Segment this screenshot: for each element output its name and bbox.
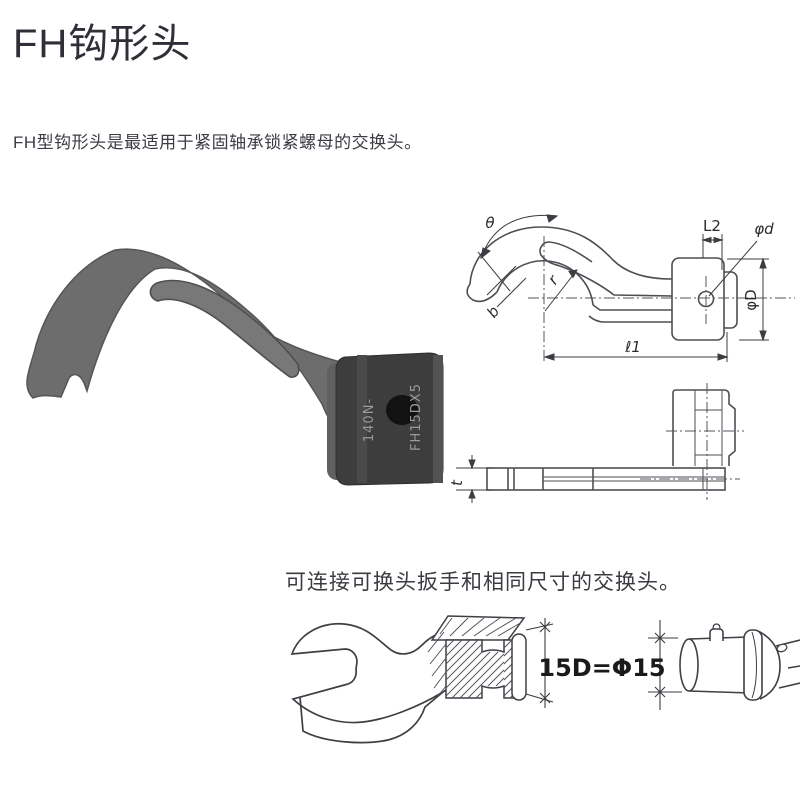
connection-caption: 可连接可换头扳手和相同尺寸的交换头。 — [285, 571, 681, 594]
hook-width-dimension — [486, 265, 527, 308]
body-diameter-label: φD — [742, 289, 760, 310]
handle-spigot — [679, 623, 800, 701]
hook-dimension-drawing: θ r b L2 φd φD ℓ1 — [466, 214, 795, 362]
length-label: ℓ1 — [624, 338, 641, 356]
page-subtitle: FH型钩形头是最适用于紧固轴承锁紧螺母的交换头。 — [13, 133, 422, 152]
theta-dimension — [477, 214, 559, 292]
photo-socket-highlight-left — [357, 355, 367, 483]
photo-hook-groove — [149, 279, 300, 378]
wrench-tang-top-face — [430, 615, 526, 641]
radius-dimension — [544, 269, 578, 312]
hook-centerlines — [528, 236, 795, 362]
side-view-centerlines — [640, 383, 744, 500]
photo-stamp-2: FH15DX5 — [409, 383, 424, 451]
hole-diameter-label: φd — [754, 220, 774, 238]
l2-label: L2 — [703, 217, 721, 235]
side-view-drawing: t — [448, 383, 744, 503]
size-equation-label: 15D=Φ15 — [538, 654, 665, 682]
hook-width-label: b — [483, 303, 503, 322]
side-view-outline — [486, 389, 736, 491]
theta-label: θ — [485, 214, 494, 232]
l2-dimension — [701, 234, 724, 270]
hole-diameter-leader — [708, 240, 758, 297]
photo-socket-hole — [386, 395, 418, 425]
thickness-label: t — [448, 479, 466, 486]
photo-stamp-1: 140N- — [362, 398, 377, 442]
thickness-dimension — [456, 455, 492, 503]
hook-outline — [466, 226, 673, 323]
wrench-head-front-face — [299, 691, 444, 744]
photo-socket-highlight-right — [433, 355, 443, 483]
spigot-end-face — [511, 633, 527, 701]
body-diameter-dimension — [727, 257, 769, 342]
spigot-diameter-dimension — [648, 620, 682, 710]
radius-label: r — [544, 271, 562, 288]
connection-drawing: 15D=Φ15 — [290, 615, 800, 744]
hook-socket-outline — [671, 257, 738, 341]
drive-size-dimension — [525, 618, 554, 708]
length-dimension — [543, 332, 729, 362]
photo-hook-body — [26, 248, 352, 438]
product-photo: 140N- FH15DX5 — [26, 248, 444, 486]
page-title: FH钩形头 — [13, 22, 192, 66]
